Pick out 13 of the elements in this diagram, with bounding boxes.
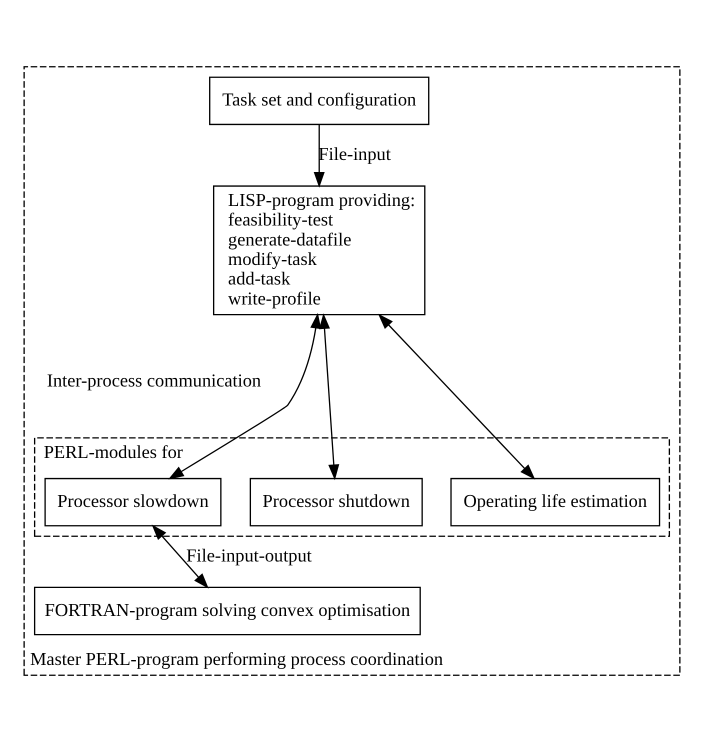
node-box: Task set and configuration	[209, 76, 430, 126]
node-box: FORTRAN-program solving convex optimisation	[34, 586, 421, 636]
edge-label: File-input-output	[186, 545, 312, 566]
node-box: Operating life estimation	[450, 478, 660, 526]
arrow	[314, 124, 325, 188]
node-box: Processor slowdown	[44, 478, 222, 526]
arrow	[152, 524, 209, 589]
arrow	[319, 313, 340, 480]
node-box: LISP-program providing: feasibility-test generate-datafile modify-task add-task write-profile	[212, 185, 426, 316]
node-box: Processor shutdown	[250, 478, 423, 526]
arrow	[168, 312, 322, 480]
label: Inter-process communication	[46, 370, 262, 390]
arrow	[378, 314, 536, 480]
